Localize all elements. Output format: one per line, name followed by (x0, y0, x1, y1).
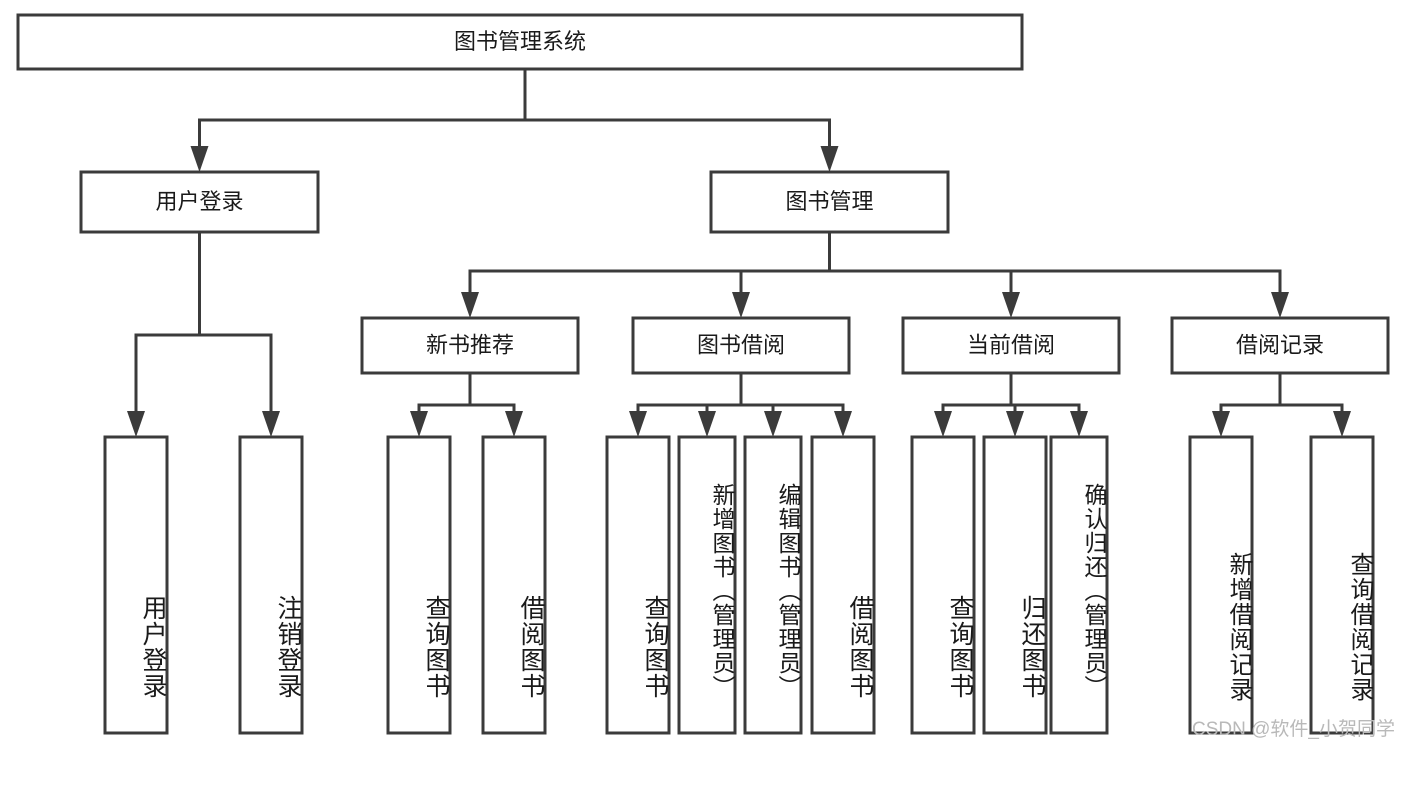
arrow-to-用户登录 (190, 146, 209, 172)
node-label-图书借阅: 图书借阅 (697, 332, 785, 357)
arrow-to-leaf-借阅图书 (505, 411, 523, 437)
node-box-借阅记录[interactable] (1170, 316, 1390, 375)
arrow-to-当前借阅 (1002, 292, 1020, 318)
node-label-当前借阅: 当前借阅 (967, 332, 1055, 357)
leaf-box-注销登录[interactable] (238, 435, 304, 735)
arrow-to-leaf-确认归还管理员 (1070, 411, 1088, 437)
diagram-canvas: 图书管理系统用户登录图书管理新书推荐图书借阅当前借阅借阅记录 用户登录注销登录查… (16, 13, 1395, 740)
leaf-box-新增借阅记录[interactable] (1188, 435, 1254, 735)
node-box-图书管理系统[interactable] (16, 13, 1024, 71)
watermark-text: CSDN @软件_小贺同学 (1192, 719, 1395, 740)
arrow-to-leaf-用户登录 (127, 411, 145, 437)
node-box-图书管理[interactable] (709, 170, 950, 234)
node-label-用户登录: 用户登录 (155, 189, 243, 214)
arrow-to-leaf-查询图书 (934, 411, 952, 437)
arrow-to-图书借阅 (732, 292, 750, 318)
arrow-to-leaf-新增借阅记录 (1212, 411, 1230, 437)
arrow-to-leaf-注销登录 (262, 411, 280, 437)
arrow-to-新书推荐 (461, 292, 479, 318)
leaf-box-确认归还管理员[interactable] (1049, 435, 1109, 735)
arrow-to-借阅记录 (1271, 292, 1289, 318)
arrow-to-leaf-查询借阅记录 (1333, 411, 1351, 437)
leaf-box-查询图书[interactable] (605, 435, 671, 735)
leaf-box-归还图书[interactable] (982, 435, 1048, 735)
leaf-box-借阅图书[interactable] (810, 435, 876, 735)
arrow-to-leaf-查询图书 (410, 411, 428, 437)
node-label-图书管理: 图书管理 (785, 189, 873, 214)
leaf-box-编辑图书管理员[interactable] (743, 435, 803, 735)
connectors-layer (127, 67, 1351, 437)
leaf-box-查询图书[interactable] (910, 435, 976, 735)
leaf-box-借阅图书[interactable] (481, 435, 547, 735)
node-box-新书推荐[interactable] (360, 316, 580, 375)
node-label-借阅记录: 借阅记录 (1236, 332, 1324, 357)
node-label-新书推荐: 新书推荐 (426, 332, 514, 357)
arrow-to-leaf-归还图书 (1006, 411, 1024, 437)
node-box-图书借阅[interactable] (631, 316, 851, 375)
arrow-to-leaf-新增图书管理员 (698, 411, 716, 437)
arrow-to-leaf-编辑图书管理员 (764, 411, 782, 437)
node-box-当前借阅[interactable] (901, 316, 1121, 375)
node-box-用户登录[interactable] (79, 170, 320, 234)
leaf-box-查询图书[interactable] (386, 435, 452, 735)
leaf-box-新增图书管理员[interactable] (677, 435, 737, 735)
arrow-to-leaf-借阅图书 (834, 411, 852, 437)
leaf-box-用户登录[interactable] (103, 435, 169, 735)
leaf-box-查询借阅记录[interactable] (1309, 435, 1375, 735)
node-label-图书管理系统: 图书管理系统 (454, 29, 586, 54)
arrow-to-leaf-查询图书 (629, 411, 647, 437)
arrow-to-图书管理 (820, 146, 839, 172)
